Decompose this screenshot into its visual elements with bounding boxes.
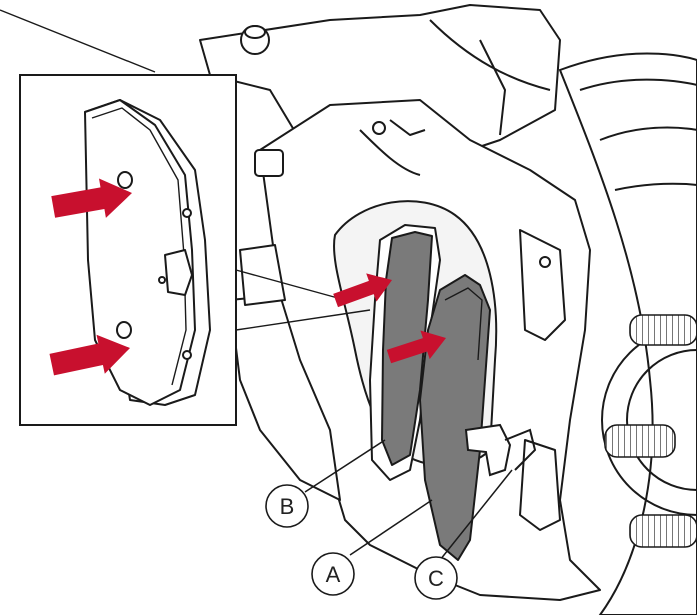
inset-pointer-lines: [0, 9, 371, 331]
callout-b: B: [265, 484, 309, 528]
retaining-clip: [464, 423, 537, 477]
push-arrow-lower-inset: [49, 334, 130, 376]
inset-brake-pad: [84, 99, 211, 406]
inset-panel: [19, 74, 237, 426]
push-arrow-outer-pad: [386, 330, 446, 364]
callout-c-label: C: [428, 566, 444, 591]
callout-a-label: A: [326, 562, 341, 587]
callout-leaders: [304, 439, 513, 561]
push-arrow-upper-inset: [51, 178, 132, 218]
push-arrows: [49, 178, 446, 376]
callout-a: A: [311, 552, 355, 596]
push-arrow-inner-pad: [333, 273, 392, 308]
callout-c: C: [414, 556, 458, 600]
callout-b-label: B: [280, 494, 295, 519]
wheel-studs: [604, 314, 697, 548]
brake-disc: [558, 52, 697, 615]
